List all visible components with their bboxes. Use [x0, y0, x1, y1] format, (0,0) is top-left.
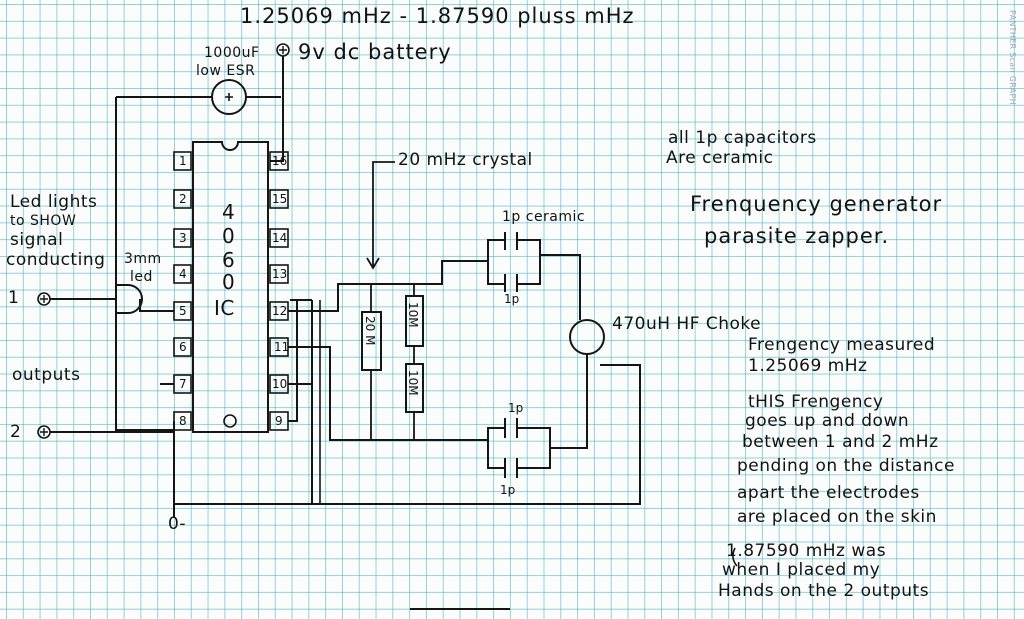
pin-9: 9: [275, 414, 283, 428]
pin-7: 7: [179, 377, 187, 391]
title-line1: Frenquency generator: [690, 192, 943, 216]
cap-label-p1: 1p: [504, 292, 520, 306]
ic-left-pin-boxes: [173, 151, 192, 431]
chip-digit-0b: 0: [222, 270, 236, 294]
output-1-label: 1: [8, 288, 20, 308]
crystal-pointer: [366, 161, 395, 270]
cap-label-p3: 1p: [500, 483, 516, 497]
note2-line3: Hands on the 2 outputs: [718, 581, 930, 601]
note-line3: between 1 and 2 mHz: [742, 432, 939, 452]
pin-11: 11: [274, 340, 290, 354]
ceramic-cap-upper-1: [487, 232, 541, 261]
pin-16: 16: [272, 154, 288, 168]
led-3mm: [115, 284, 143, 314]
led-note-line4: conducting: [6, 250, 106, 270]
ceramic-note-line1: all 1p capacitors: [668, 128, 817, 148]
note-line1: tHIS Frengency: [748, 392, 884, 412]
led-label: led: [130, 269, 153, 285]
capacitor-type-label: low ESR: [196, 63, 256, 79]
pin-13: 13: [272, 267, 288, 281]
wire-pin12: [288, 260, 488, 312]
note-line2: goes up and down: [745, 411, 910, 431]
paper-brand-mark: PANTHER Scan GRAPH: [1008, 10, 1017, 105]
measured-line1: Frengency measured: [748, 335, 936, 355]
wire-battery-pin16: [270, 56, 284, 162]
note-line6: are placed on the skin: [737, 507, 937, 527]
bracket-mark: [732, 547, 738, 567]
capacitor-value-label: 1000uF: [204, 45, 260, 61]
ceramic-note-line2: Are ceramic: [666, 148, 774, 168]
ceramic-cap-lower-1: [487, 418, 551, 448]
wire-pin11: [288, 346, 488, 441]
wire-ground-rail: [173, 364, 641, 505]
cap-label-p2: 1p: [508, 401, 524, 415]
pin-1: 1: [179, 154, 187, 168]
choke-470uh: [569, 319, 605, 355]
note2-line2: when I placed my: [722, 560, 881, 580]
wire-left-rail: [115, 97, 174, 431]
outputs-label: outputs: [12, 365, 81, 385]
note-line5: apart the electrodes: [737, 483, 920, 503]
resistor-20m-label: 20 M: [363, 316, 377, 346]
ground-label: 0-: [168, 514, 186, 534]
measured-line2: 1.25069 mHz: [748, 356, 868, 376]
pin-3: 3: [179, 231, 187, 245]
pin-5: 5: [179, 304, 187, 318]
pin-8: 8: [179, 414, 187, 428]
ceramic-cap-upper-2: [487, 261, 541, 292]
choke-label: 470uH HF Choke: [612, 314, 762, 334]
ic-pin1-dot: [223, 414, 237, 428]
note2-line1: 1.87590 mHz was: [726, 541, 887, 561]
ceramic-cap-lower-2: [487, 440, 551, 478]
wire-pin9: [288, 300, 298, 422]
pin-14: 14: [272, 231, 288, 245]
ceramic-cap-label: 1p ceramic: [502, 209, 586, 225]
battery-label: 9v dc battery: [298, 40, 452, 64]
chip-digit-4: 4: [222, 200, 236, 224]
chip-digit-0a: 0: [222, 224, 236, 248]
pin-10: 10: [272, 377, 288, 391]
resistor-10m-a-label: 10M: [406, 302, 420, 328]
pin-2: 2: [179, 192, 187, 206]
output-2-label: 2: [10, 422, 22, 442]
led-note-line2: to SHOW: [10, 213, 77, 229]
led-note-line3: signal: [10, 230, 64, 250]
pin-4: 4: [179, 267, 187, 281]
pin-6: 6: [179, 340, 187, 354]
note-line4: pending on the distance: [737, 456, 955, 476]
ic-4060-body: [192, 141, 269, 433]
resistor-10m-b-label: 10M: [406, 370, 420, 396]
chip-ic-label: IC: [214, 296, 235, 320]
chip-digit-6: 6: [222, 248, 236, 272]
title-line2: parasite zapper.: [704, 224, 890, 248]
header-frequency-range: 1.25069 mHz - 1.87590 pluss mHz: [240, 4, 635, 28]
led-size-label: 3mm: [124, 251, 162, 267]
wire-pin10: [288, 299, 313, 504]
wire-led-pin5: [139, 299, 174, 312]
crystal-label: 20 mHz crystal: [398, 150, 533, 170]
pin-12: 12: [272, 304, 288, 318]
led-note-line1: Led lights: [10, 192, 98, 212]
pin-15: 15: [272, 192, 288, 206]
